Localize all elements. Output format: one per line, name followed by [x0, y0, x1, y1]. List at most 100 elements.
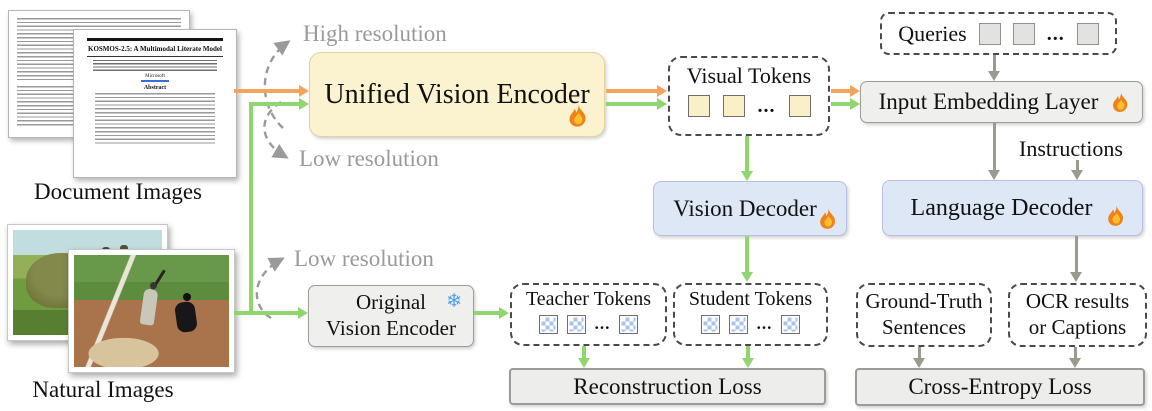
- high-res-arrow-encoder-to-tokens: [606, 89, 658, 93]
- low-res-arrow-photos-to-original-encoder: [234, 311, 300, 315]
- query-token-square: [978, 22, 1001, 45]
- paper-top-rule: [86, 38, 224, 41]
- natural-images-label: Natural Images: [32, 377, 174, 402]
- high-res-arrow-docs-to-encoder: [234, 89, 301, 93]
- input-embedding-layer-box: Input Embedding Layer: [860, 81, 1143, 123]
- queries-ellipsis: ...: [1046, 22, 1065, 45]
- fire-icon: [1108, 205, 1124, 226]
- teacher-tokens-label: Teacher Tokens: [525, 288, 652, 310]
- gray-arrow-instructions-to-language-decoder: [1076, 160, 1079, 171]
- queries-label: Queries: [898, 20, 967, 46]
- input-embedding-layer-label: Input Embedding Layer: [878, 89, 1099, 114]
- original-vision-encoder-label: Original Vision Encoder: [326, 290, 456, 340]
- visual-tokens-box: Visual Tokens ...: [668, 56, 830, 136]
- fire-icon: [820, 208, 836, 229]
- arrowhead: [742, 358, 754, 368]
- paper-affiliation: Microsoft: [145, 74, 165, 80]
- teacher-tokens-box: Teacher Tokens ...: [510, 283, 667, 346]
- arrowhead: [913, 358, 925, 368]
- gray-arrow-ground-truth-to-loss: [918, 347, 921, 359]
- paper-rule: [86, 56, 224, 58]
- paper-abstract-heading: Abstract: [143, 85, 167, 92]
- vision-decoder-box: Vision Decoder: [653, 181, 847, 236]
- arrowhead: [850, 98, 860, 110]
- query-token-square: [1012, 22, 1035, 45]
- green-arrow-tokens-to-vision-decoder: [745, 136, 749, 172]
- ocr-results-or-captions-box: OCR results or Captions: [1008, 283, 1147, 347]
- student-tokens-box: Student Tokens ...: [673, 283, 828, 346]
- snowflake-icon: ❄: [446, 290, 462, 312]
- gray-arrow-language-decoder-to-ocr: [1075, 236, 1078, 274]
- student-tokens-ellipsis: ...: [756, 314, 773, 333]
- paper-authors-lines: [92, 60, 218, 74]
- gray-arrow-embedding-to-language-decoder: [993, 123, 996, 171]
- low-res-arrow-to-unified-encoder: [249, 102, 300, 106]
- document-images-label: Document Images: [34, 179, 202, 204]
- green-arrow-original-to-teacher: [474, 311, 500, 315]
- ground-truth-sentences-label: Ground-Truth Sentences: [865, 289, 983, 339]
- student-tokens-label: Student Tokens: [688, 288, 813, 310]
- green-arrow-student-to-loss: [746, 346, 750, 359]
- kosmos-paper-page: KOSMOS-2.5: A Multimodal Literate Model …: [73, 29, 237, 178]
- arrowhead: [299, 98, 309, 110]
- low-resolution-curve-original: [255, 257, 285, 320]
- arrowhead: [741, 272, 753, 282]
- green-arrow-teacher-to-loss: [582, 346, 586, 359]
- original-vision-encoder-box: Original Vision Encoder ❄: [308, 285, 474, 347]
- low-resolution-label-unified: Low resolution: [299, 146, 439, 171]
- ocr-results-or-captions-label: OCR results or Captions: [1025, 289, 1130, 339]
- arrowhead: [578, 358, 590, 368]
- gray-arrow-ocr-to-loss: [1074, 347, 1077, 359]
- low-res-arrow-vertical-branch: [249, 102, 253, 315]
- arrowhead: [988, 170, 1000, 180]
- teacher-token-square: [538, 314, 558, 334]
- visual-tokens-ellipsis: ...: [757, 95, 776, 117]
- language-decoder-box: Language Decoder: [882, 180, 1143, 236]
- arrowhead: [741, 171, 753, 181]
- visual-token-square: [687, 95, 710, 117]
- vision-decoder-label: Vision Decoder: [673, 195, 817, 221]
- umpire-head: [182, 293, 191, 302]
- unified-vision-encoder-box: Unified Vision Encoder: [309, 52, 605, 137]
- unified-vision-encoder-label: Unified Vision Encoder: [324, 78, 590, 110]
- arrowhead: [850, 85, 860, 97]
- teacher-tokens-ellipsis: ...: [594, 314, 611, 333]
- fire-icon: [1113, 92, 1128, 112]
- student-token-square: [700, 314, 720, 334]
- fire-icon: [569, 104, 586, 127]
- query-token-square: [1076, 22, 1099, 45]
- arrowhead: [499, 307, 509, 319]
- paper-abstract-lines: [95, 93, 215, 146]
- high-resolution-curve: [263, 40, 291, 129]
- cross-entropy-loss-label: Cross-Entropy Loss: [908, 374, 1092, 399]
- visual-tokens-label: Visual Tokens: [686, 63, 812, 88]
- cross-entropy-loss-box: Cross-Entropy Loss: [855, 368, 1145, 406]
- ground-truth-sentences-box: Ground-Truth Sentences: [856, 283, 992, 347]
- batter-silhouette: [139, 287, 159, 326]
- high-res-arrow-tokens-to-embedding: [831, 89, 851, 93]
- paper-title: KOSMOS-2.5: A Multimodal Literate Model: [88, 45, 222, 53]
- arrowhead: [298, 307, 308, 319]
- batter-head: [149, 281, 157, 289]
- arrowhead: [657, 98, 667, 110]
- visual-token-square: [722, 95, 745, 117]
- low-resolution-label-original: Low resolution: [294, 246, 434, 271]
- arrowhead: [1071, 170, 1083, 180]
- paper-link-line: [141, 80, 169, 83]
- arrowhead: [299, 85, 309, 97]
- baseball-photo-scene: [74, 255, 229, 367]
- green-arrow-vision-decoder-to-student: [745, 236, 749, 274]
- visual-token-square: [788, 95, 811, 117]
- high-resolution-label: High resolution: [303, 21, 447, 46]
- queries-box: Queries ...: [880, 12, 1117, 55]
- arrowhead: [1069, 358, 1081, 368]
- language-decoder-label: Language Decoder: [910, 194, 1093, 221]
- gray-arrow-queries-to-embedding: [993, 55, 996, 73]
- instructions-label: Instructions: [1019, 136, 1123, 161]
- teacher-token-square: [619, 314, 639, 334]
- low-resolution-curve-unified: [263, 100, 289, 159]
- student-token-square: [728, 314, 748, 334]
- green-arrow-encoder-to-tokens: [606, 102, 658, 106]
- student-token-square: [781, 314, 801, 334]
